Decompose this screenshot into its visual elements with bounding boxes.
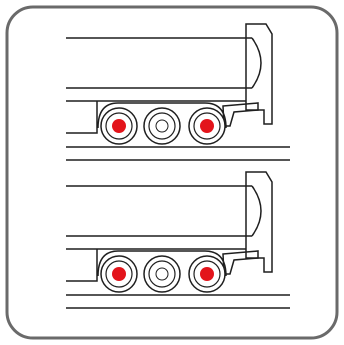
wheel-axle-1 bbox=[100, 255, 138, 293]
road-surface bbox=[66, 294, 290, 309]
wheel-axle-1 bbox=[100, 107, 138, 145]
white-axle-marker bbox=[155, 267, 169, 281]
red-axle-marker bbox=[200, 267, 214, 281]
tank-body bbox=[66, 185, 262, 237]
mudguard bbox=[97, 250, 227, 277]
tank-body bbox=[66, 37, 262, 89]
white-axle-marker bbox=[155, 119, 169, 133]
chassis-frame bbox=[66, 248, 246, 282]
red-axle-marker bbox=[200, 119, 214, 133]
tanker-diagram-bottom bbox=[66, 171, 290, 309]
card-frame bbox=[5, 5, 339, 340]
tanker-diagram-top bbox=[66, 23, 290, 161]
chassis-frame bbox=[66, 100, 246, 134]
rear-underrun-guard bbox=[222, 250, 259, 275]
wheel-axle-2 bbox=[143, 255, 181, 293]
wheel-axle-2 bbox=[143, 107, 181, 145]
rear-underrun-guard bbox=[222, 102, 259, 127]
red-axle-marker bbox=[112, 119, 126, 133]
road-surface bbox=[66, 146, 290, 161]
wheel-axle-3 bbox=[188, 255, 226, 293]
red-axle-marker bbox=[112, 267, 126, 281]
wheel-axle-3 bbox=[188, 107, 226, 145]
mudguard bbox=[97, 102, 227, 129]
